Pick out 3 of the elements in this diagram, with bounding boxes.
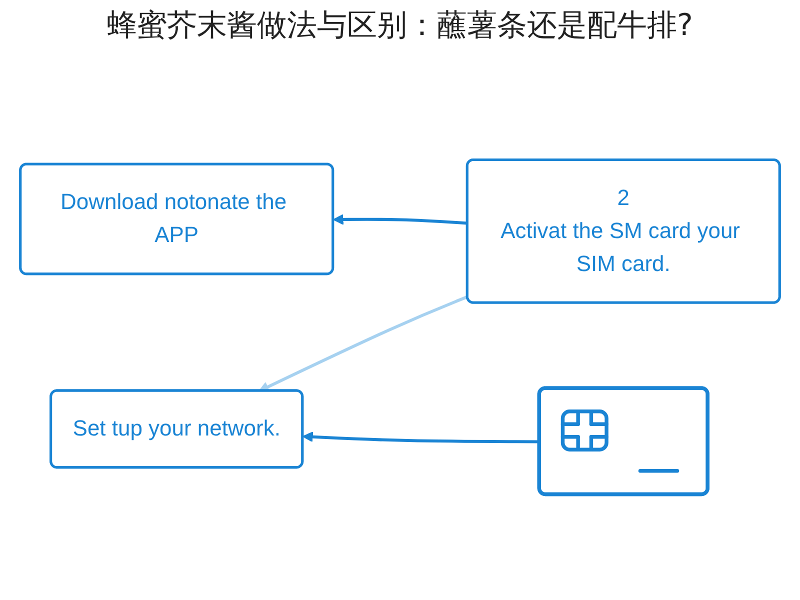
heading-text: 蜂蜜芥末酱做法与区别：蘸薯条还是配牛排? — [107, 7, 693, 45]
arrow — [332, 214, 468, 225]
arrow — [302, 432, 540, 444]
